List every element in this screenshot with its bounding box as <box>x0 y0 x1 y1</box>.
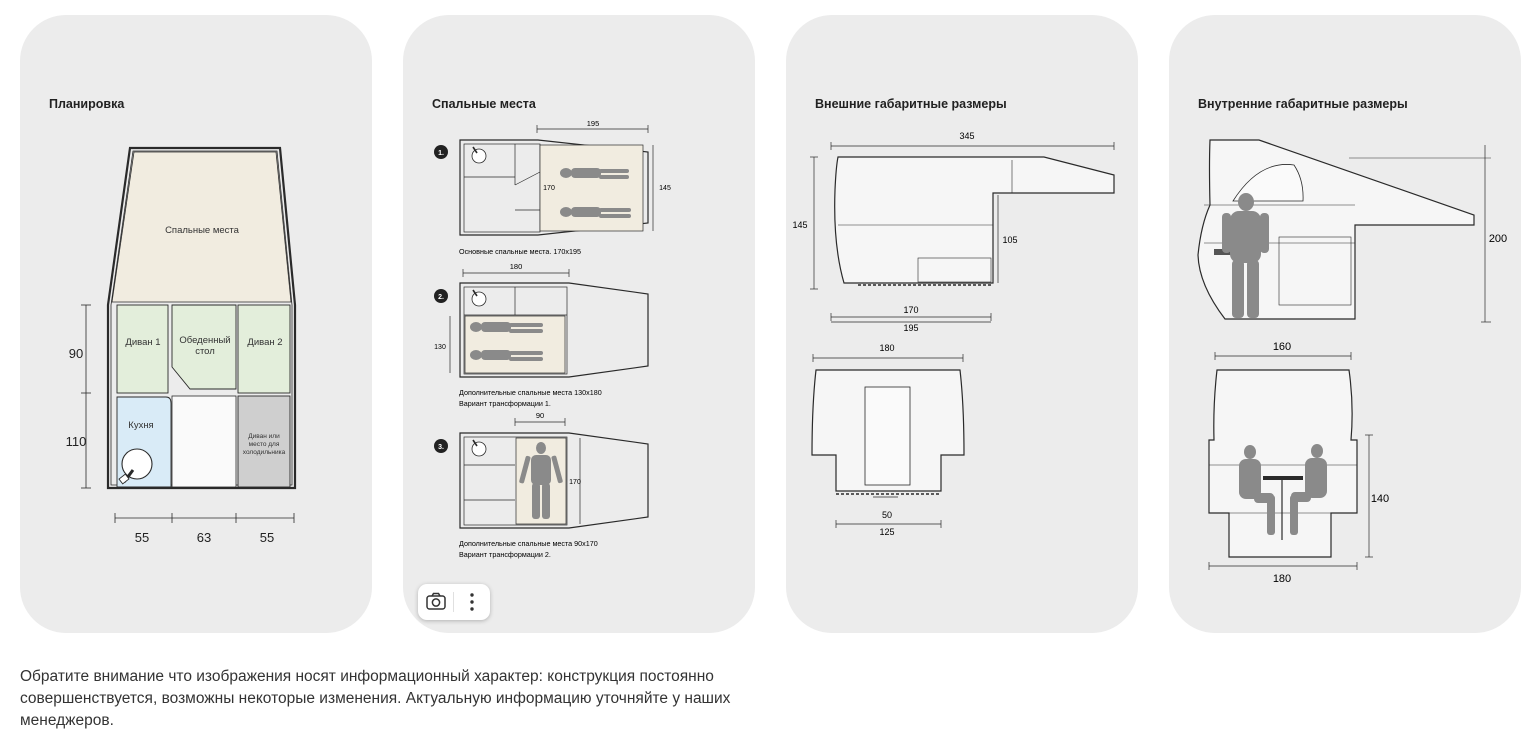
person-standing-figure <box>519 442 563 519</box>
layout-plan-diagram: Спальные места Диван 1 Обеденный стол Ди… <box>66 146 297 545</box>
zone-sofa-1 <box>116 304 169 394</box>
card-sleeping-places: Спальные места 1. 195 170 <box>403 15 755 633</box>
interior-dimensions-diagram: 200 160 140 180 <box>1197 139 1507 585</box>
dim-height-110: 110 <box>66 434 87 449</box>
dim-side: 170 <box>569 479 581 486</box>
person-lying-figure <box>470 322 543 361</box>
dim-top: 195 <box>587 119 600 128</box>
dim-side: 130 <box>434 344 446 351</box>
toolbar-divider <box>453 592 454 612</box>
dimension-lines-horizontal <box>114 513 295 523</box>
person-lying-figure <box>560 168 631 218</box>
camper-plan <box>459 282 649 378</box>
card-interior-dimensions: Внутренние габаритные размеры 200 160 <box>1169 15 1521 633</box>
zone-fridge <box>237 395 291 488</box>
camera-search-icon <box>426 592 446 610</box>
zone-dining-label-2: стол <box>195 346 215 357</box>
camper-outline <box>106 146 297 490</box>
variant-caption-1: Основные спальные места. 170х195 <box>459 247 581 256</box>
card-title: Спальные места <box>432 97 536 111</box>
exterior-dimensions-diagram: 345 145 105 170 195 180 50 <box>792 131 1115 537</box>
sleeping-variant-3: 3. 90 170 Дополнительные спальные мес <box>434 411 649 559</box>
person-standing-figure <box>1222 193 1269 318</box>
image-toolbar <box>418 584 490 620</box>
camper-side-view <box>834 156 1115 284</box>
card-title: Планировка <box>49 97 125 111</box>
dim-width-63: 63 <box>197 530 211 545</box>
stove-icon <box>471 441 487 457</box>
camper-inner-outline <box>110 150 293 486</box>
dim-width-125: 125 <box>879 527 894 537</box>
dim-total-length: 345 <box>959 131 974 141</box>
zone-sofa-1-label: Диван 1 <box>125 337 160 348</box>
card-exterior-dimensions: Внешние габаритные размеры 345 145 105 1… <box>786 15 1138 633</box>
dim-width-160: 160 <box>1273 341 1291 353</box>
card-title: Внутренние габаритные размеры <box>1198 97 1408 111</box>
dim-height-140: 140 <box>1371 493 1389 505</box>
dim-height-145: 145 <box>792 220 807 230</box>
sleeping-area-fill <box>539 144 644 232</box>
zone-sleeping-label: Спальные места <box>165 225 240 236</box>
dim-height-200: 200 <box>1489 233 1507 245</box>
zone-dining-table <box>171 304 237 390</box>
card-title: Внешние габаритные размеры <box>815 97 1007 111</box>
variant-number: 3. <box>438 444 444 451</box>
variant-number-badge <box>434 289 448 303</box>
more-vertical-icon <box>470 593 474 611</box>
dim-height-90: 90 <box>69 346 83 361</box>
dim-top: 180 <box>510 262 523 271</box>
variant-caption-2: Вариант трансформации 2. <box>459 550 551 559</box>
dim-width-55-left: 55 <box>135 530 149 545</box>
variant-number: 2. <box>438 294 444 301</box>
dim-width-50: 50 <box>882 510 892 520</box>
sleeping-variant-1: 1. 195 170 <box>434 119 671 256</box>
variant-caption-2: Вариант трансформации 1. <box>459 399 551 408</box>
dim-length-170: 170 <box>903 305 918 315</box>
variant-caption-1: Дополнительные спальные места 90х170 <box>459 539 598 548</box>
dim-top: 90 <box>536 411 544 420</box>
card-layout: Планировка Спальные места Диван 1 Обеден… <box>20 15 372 633</box>
dim-box-height-105: 105 <box>1002 235 1017 245</box>
camper-interior-front-view <box>1208 369 1358 558</box>
zone-sleeping <box>111 151 292 303</box>
zone-dining-label-1: Обеденный <box>179 335 230 346</box>
variant-number: 1. <box>438 150 444 157</box>
dim-length-195: 195 <box>903 323 918 333</box>
zone-center-floor <box>171 395 237 488</box>
disclaimer-note: Обратите внимание что изображения носят … <box>20 668 731 729</box>
more-options-button[interactable] <box>454 584 490 620</box>
zone-fridge-label-2: место для <box>249 441 280 448</box>
variant-caption-1: Дополнительные спальные места 130х180 <box>459 388 602 397</box>
dim-width-55-right: 55 <box>260 530 274 545</box>
dim-inner: 170 <box>543 185 555 192</box>
dim-width-180: 180 <box>1273 573 1291 585</box>
stove-icon <box>471 148 487 164</box>
dim-width-180: 180 <box>879 343 894 353</box>
stove-icon <box>471 291 487 307</box>
zone-sofa-2 <box>237 304 291 394</box>
camper-plan <box>459 432 649 529</box>
zone-kitchen-label: Кухня <box>128 420 153 431</box>
dim-side: 145 <box>659 185 671 192</box>
stove-icon <box>118 448 153 485</box>
zone-fridge-label-3: холодильника <box>243 449 286 456</box>
zone-sofa-2-label: Диван 2 <box>247 337 282 348</box>
sleeping-variants-diagram: 1. 195 170 <box>434 119 671 559</box>
variant-number-badge <box>434 145 448 159</box>
person-sitting-figures <box>1239 444 1327 535</box>
variant-number-badge <box>434 439 448 453</box>
zone-fridge-label-1: Диван или <box>248 433 280 440</box>
camper-plan <box>459 139 649 236</box>
camera-search-button[interactable] <box>418 584 454 620</box>
dimension-lines-vertical <box>81 304 91 489</box>
sleeping-variant-2: 2. 180 130 Дополнит <box>434 262 649 408</box>
